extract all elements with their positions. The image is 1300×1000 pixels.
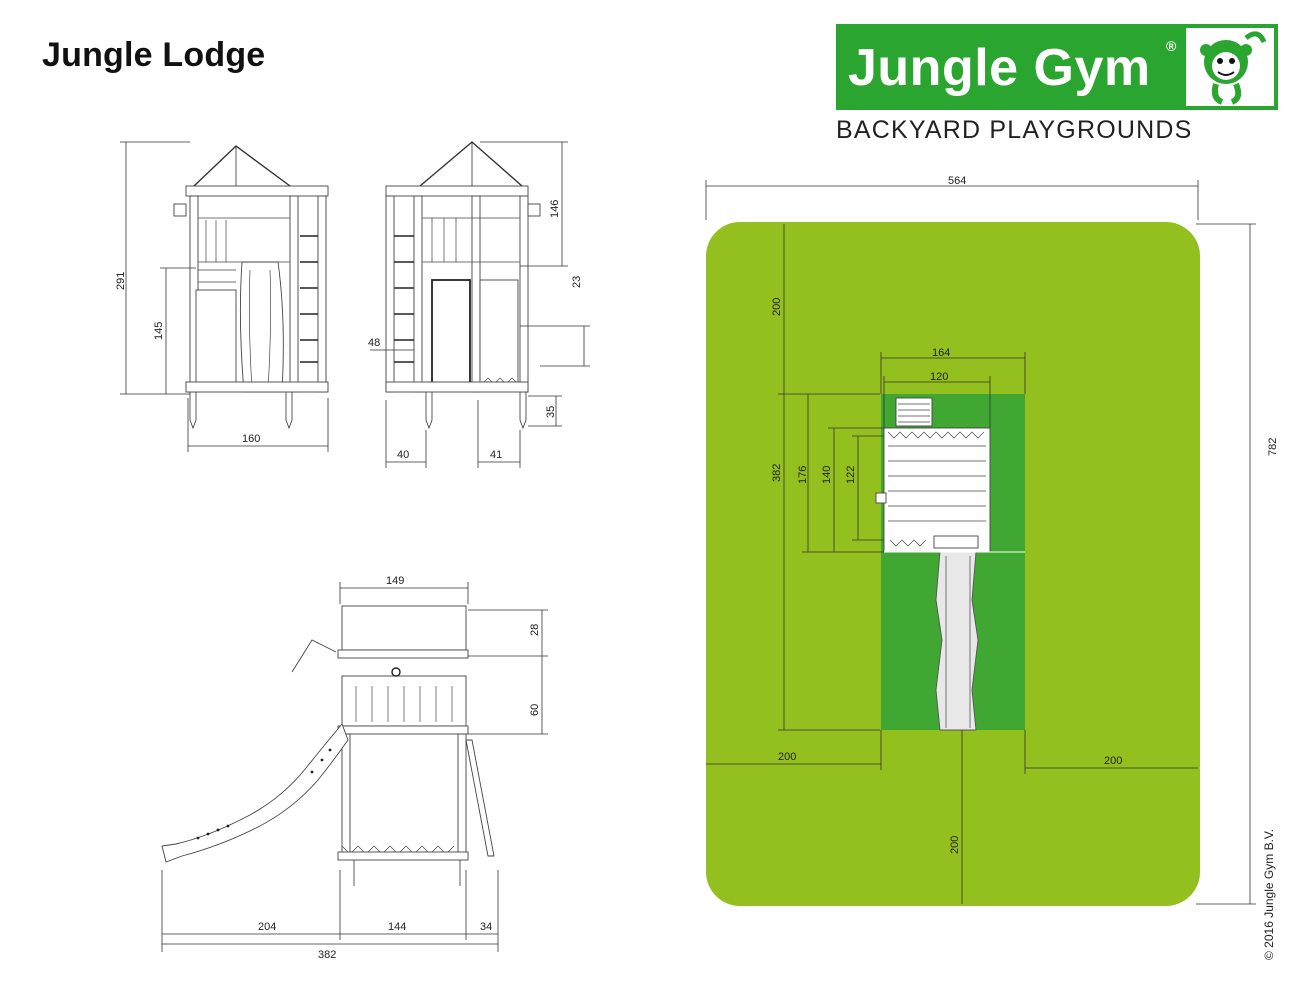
- dim-side-left: 40: [397, 449, 409, 461]
- dim-side-rope: 48: [368, 337, 380, 349]
- slide-plan: [935, 551, 979, 731]
- monkey-mascot-icon: [1186, 28, 1274, 106]
- brand-tagline: BACKYARD PLAYGROUNDS: [836, 116, 1193, 144]
- front-view: 291 145 160: [115, 141, 329, 452]
- dim-plan-width: 564: [948, 175, 966, 187]
- dim-plan-depth: 382: [771, 464, 783, 482]
- side-view: 146 23 48 35 40 41: [368, 141, 590, 468]
- dim-top-tower: 144: [388, 921, 406, 933]
- dim-side-anchor: 35: [545, 406, 557, 418]
- plan-view: 564 782 200 382 176 140 122 164 120 200 …: [705, 175, 1279, 906]
- dim-top-total: 382: [318, 949, 336, 961]
- dim-side-roof: 146: [549, 200, 561, 218]
- dim-plan-height: 782: [1267, 438, 1279, 456]
- dim-side-rail: 23: [571, 276, 583, 288]
- dim-plan-top: 200: [771, 298, 783, 316]
- slide-side: [161, 723, 349, 863]
- dim-plan-122: 122: [845, 466, 857, 484]
- dim-plan-right: 200: [1104, 755, 1122, 767]
- dim-front-width: 160: [242, 433, 260, 445]
- copyright-notice: © 2016 Jungle Gym B.V.: [1262, 828, 1276, 960]
- tower-platform: [883, 427, 991, 553]
- dim-front-platform: 145: [153, 322, 165, 340]
- dim-front-height: 291: [115, 272, 127, 290]
- dim-top-ladder: 34: [480, 921, 492, 933]
- brand-logo: Jungle Gym ®: [836, 24, 1278, 110]
- registered-mark: ®: [1166, 38, 1177, 54]
- ladder-top: [895, 397, 933, 427]
- dim-plan-bottom: 200: [949, 836, 961, 854]
- dim-top-width: 149: [386, 575, 404, 587]
- dim-side-right: 41: [490, 449, 502, 461]
- page-title: Jungle Lodge: [42, 36, 266, 74]
- dim-top-slide: 204: [258, 921, 276, 933]
- dim-frame-inner: 120: [930, 371, 948, 383]
- dim-top-wall: 60: [529, 704, 541, 716]
- dim-top-roof: 28: [529, 624, 541, 636]
- brand-name: Jungle Gym: [848, 39, 1151, 97]
- top-view: 149 28 60 204 144 34 382: [161, 575, 548, 961]
- dim-plan-176: 176: [797, 466, 809, 484]
- dim-plan-140: 140: [821, 466, 833, 484]
- dim-plan-left: 200: [778, 751, 796, 763]
- dim-frame-outer: 164: [932, 347, 950, 359]
